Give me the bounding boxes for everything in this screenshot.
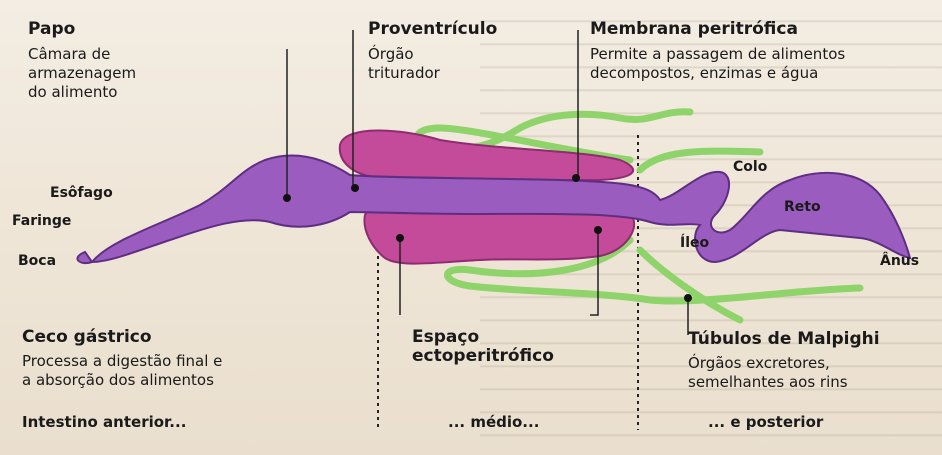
label-colo: Colo xyxy=(733,158,767,177)
label-proventriculo-title: Proventrículo xyxy=(368,20,497,39)
mouth-tip xyxy=(77,252,92,263)
label-papo-desc: Câmara de armazenagem do alimento xyxy=(28,45,136,102)
label-membrana-title: Membrana peritrófica xyxy=(590,20,798,39)
label-espaco-title: Espaço ectoperitrófico xyxy=(412,328,554,366)
section-anterior: Intestino anterior... xyxy=(22,413,186,432)
label-tubulos-desc: Órgãos excretores, semelhantes aos rins xyxy=(688,354,848,392)
label-faringe: Faringe xyxy=(12,212,71,231)
label-papo-title: Papo xyxy=(28,20,75,39)
label-esofago: Esôfago xyxy=(50,184,113,203)
label-reto: Reto xyxy=(784,198,821,217)
section-medio: ... médio... xyxy=(448,413,539,432)
label-ceco-title: Ceco gástrico xyxy=(22,328,152,347)
label-membrana-desc: Permite a passagem de alimentos decompos… xyxy=(590,45,845,83)
label-tubulos-title: Túbulos de Malpighi xyxy=(688,330,880,349)
section-posterior: ... e posterior xyxy=(708,413,823,432)
label-ileo: Íleo xyxy=(680,234,709,253)
label-boca: Boca xyxy=(18,252,56,271)
label-ceco-desc: Processa a digestão final e a absorção d… xyxy=(22,352,222,390)
label-anus: Ânus xyxy=(880,252,919,271)
label-proventriculo-desc: Órgão triturador xyxy=(368,45,440,83)
